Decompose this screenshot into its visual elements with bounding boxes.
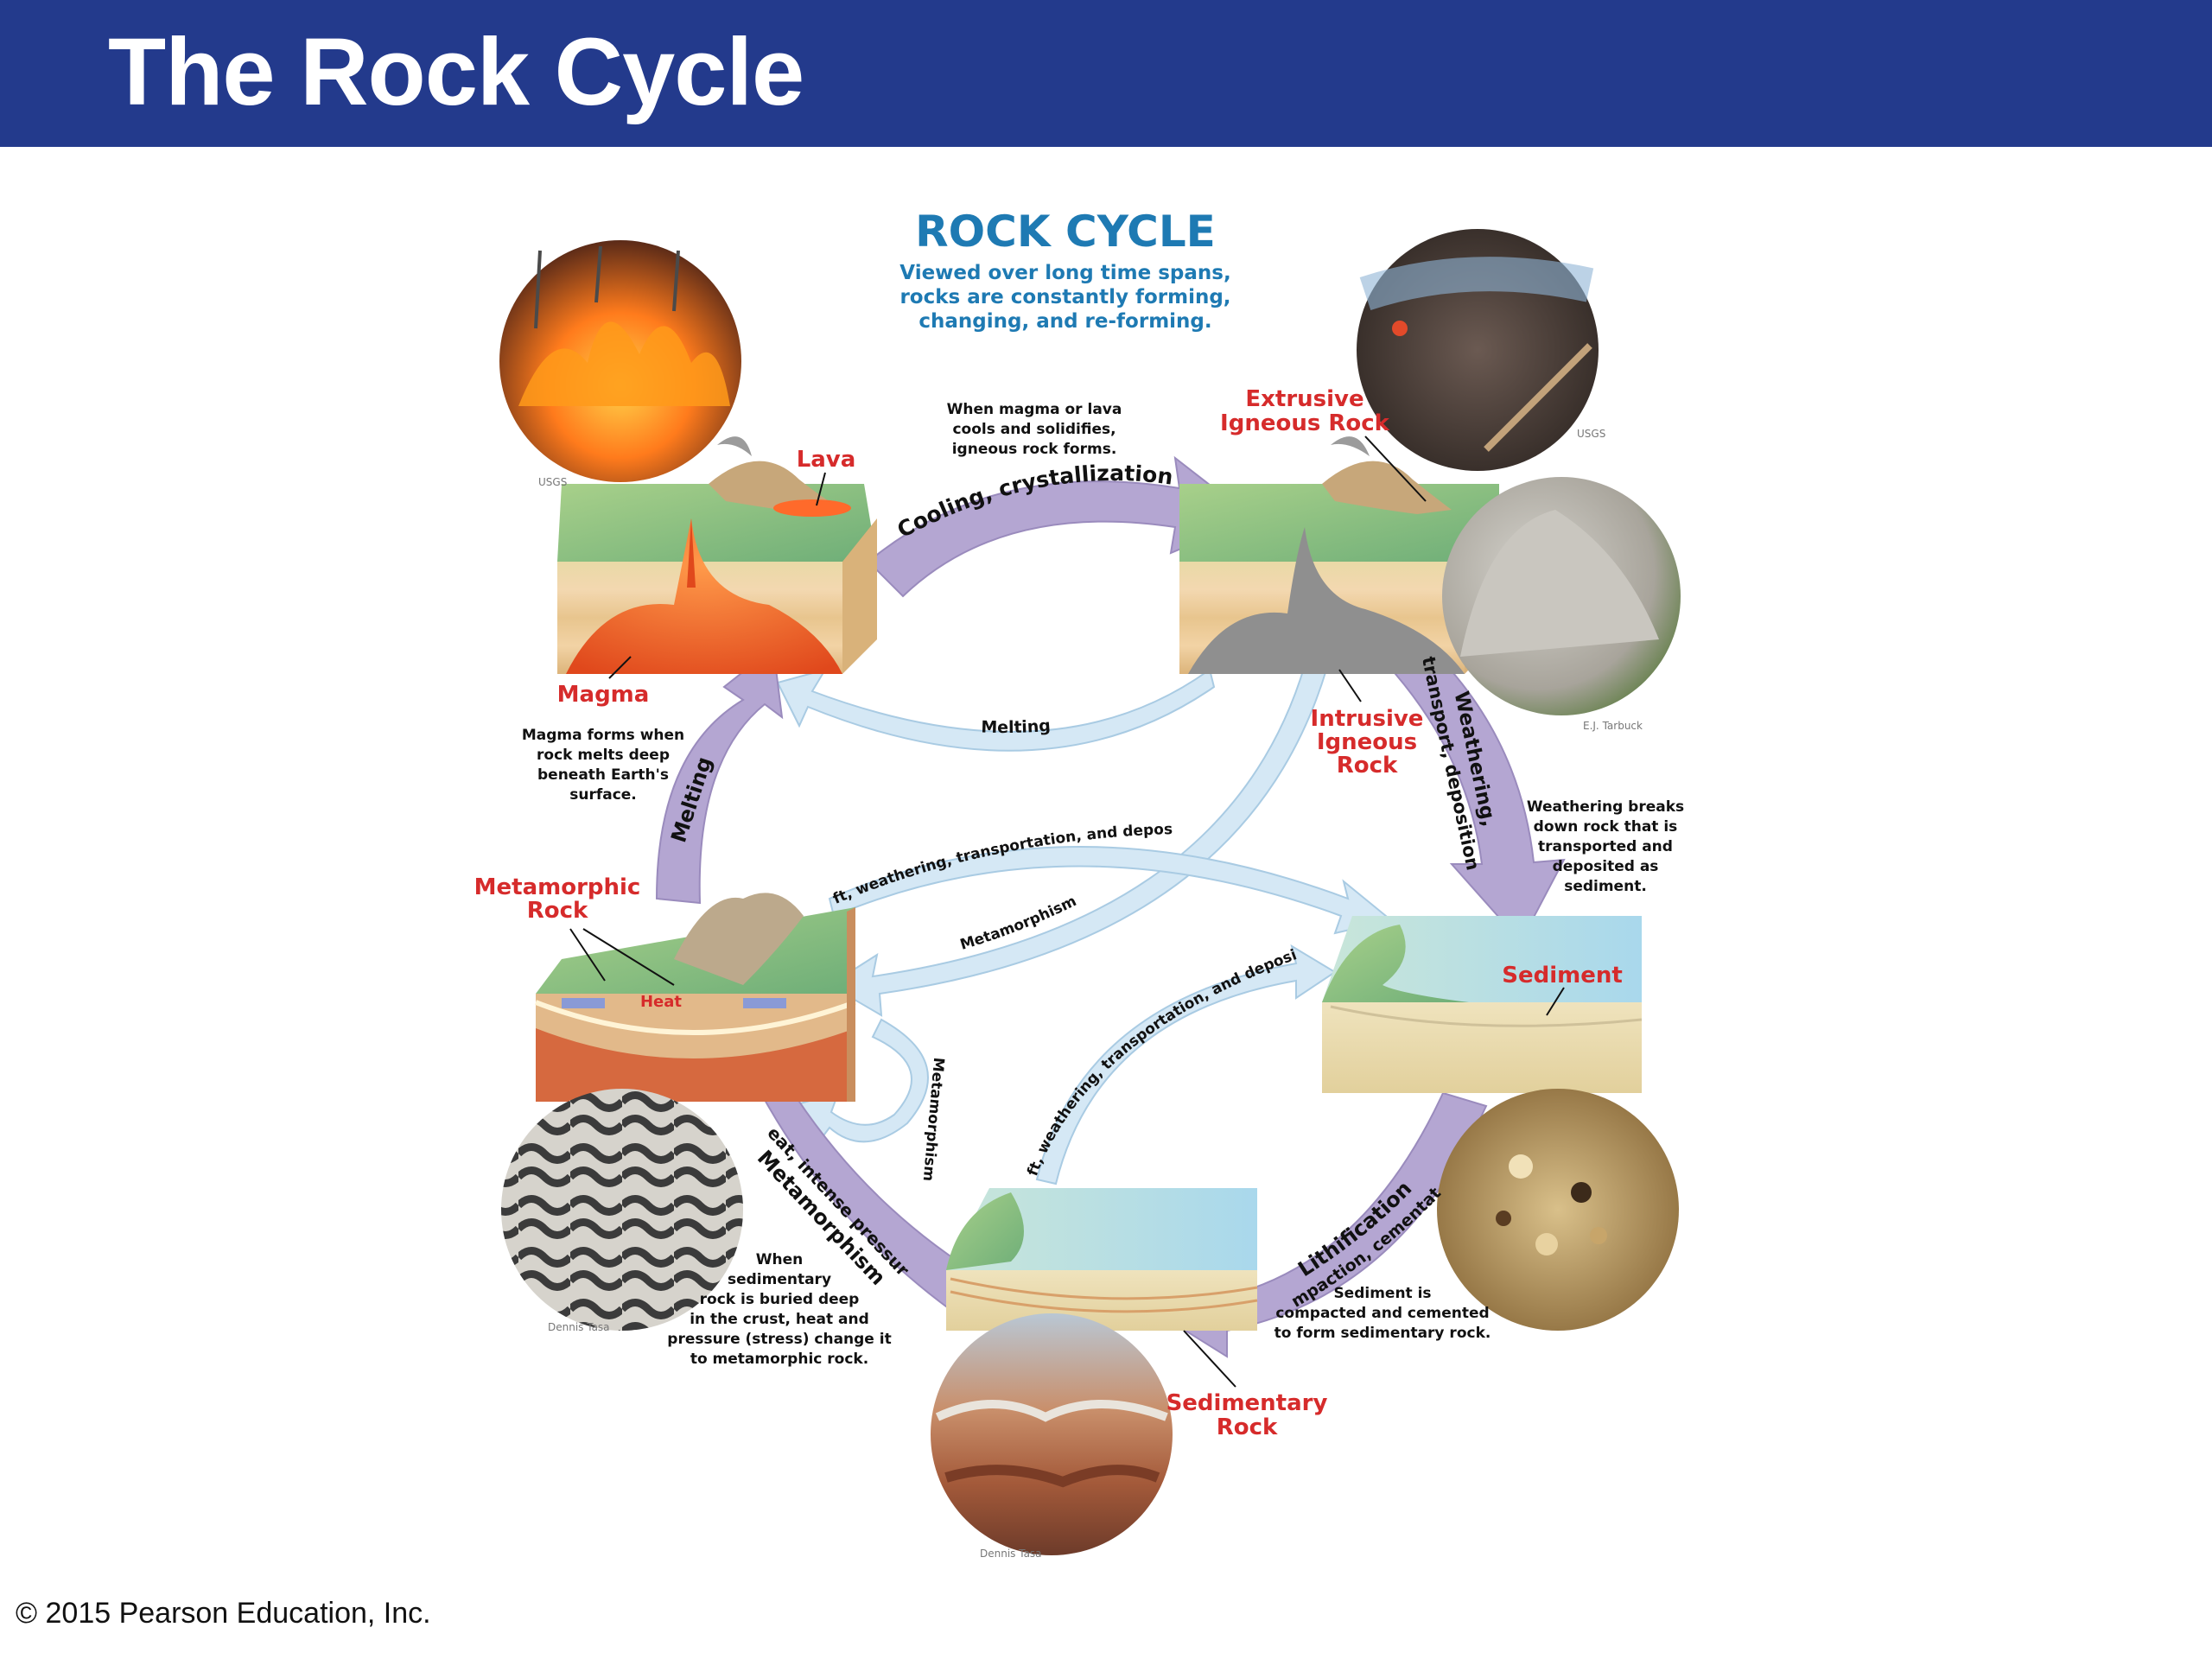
label-intrusive-2: Igneous bbox=[1317, 729, 1417, 755]
desc-metamorphic-4: in the crust, heat and bbox=[690, 1311, 869, 1328]
credit-granite: E.J. Tarbuck bbox=[1583, 720, 1643, 732]
desc-cooling-1: When magma or lava bbox=[947, 401, 1122, 418]
label-heat: Heat bbox=[640, 993, 682, 1011]
diagram-subtitle-2: rocks are constantly forming, bbox=[899, 286, 1230, 308]
header-bar: The Rock Cycle bbox=[0, 0, 2212, 147]
label-metamorphic-2: Rock bbox=[527, 898, 588, 924]
canyon-photo-icon bbox=[931, 1313, 1173, 1555]
basalt-photo-icon bbox=[1357, 229, 1599, 471]
desc-weathering-5: sediment. bbox=[1564, 878, 1647, 895]
secondary-arrows bbox=[776, 664, 1394, 1185]
granite-photo-icon bbox=[1442, 477, 1681, 715]
desc-weathering-3: transported and bbox=[1538, 838, 1673, 855]
desc-sediment-1: Sediment is bbox=[1333, 1285, 1431, 1302]
uplift-lower-arrow bbox=[1035, 944, 1337, 1185]
diagram-subtitle-3: changing, and re-forming. bbox=[918, 310, 1211, 333]
desc-metamorphic-5: pressure (stress) change it bbox=[667, 1331, 891, 1348]
sedimentary-block bbox=[946, 1188, 1258, 1331]
page-title: The Rock Cycle bbox=[108, 19, 804, 125]
label-metamorphic-1: Metamorphic bbox=[474, 874, 641, 900]
desc-metamorphic-3: rock is buried deep bbox=[700, 1291, 860, 1308]
desc-magma-1: Magma forms when bbox=[522, 727, 684, 744]
desc-magma-3: beneath Earth's bbox=[537, 766, 669, 784]
label-lava: Lava bbox=[797, 447, 856, 473]
metamorphic-block bbox=[534, 893, 857, 1102]
label-sediment: Sediment bbox=[1502, 963, 1623, 988]
desc-metamorphic-1: When bbox=[756, 1251, 804, 1268]
label-sedimentary-1: Sedimentary bbox=[1166, 1390, 1328, 1416]
copyright-notice: © 2015 Pearson Education, Inc. bbox=[16, 1597, 431, 1630]
label-sedimentary-2: Rock bbox=[1217, 1414, 1278, 1440]
desc-cooling-2: cools and solidifies, bbox=[952, 421, 1116, 438]
desc-metamorphic-6: to metamorphic rock. bbox=[690, 1351, 868, 1368]
label-extrusive-1: Extrusive bbox=[1245, 386, 1363, 412]
credit-gneiss: Dennis Tasa bbox=[548, 1321, 610, 1333]
desc-weathering-1: Weathering breaks bbox=[1527, 798, 1684, 816]
gneiss-photo-icon bbox=[501, 1089, 743, 1331]
label-magma: Magma bbox=[557, 682, 650, 708]
label-extrusive-2: Igneous Rock bbox=[1220, 410, 1390, 436]
desc-sediment-2: compacted and cemented bbox=[1275, 1305, 1489, 1322]
label-intrusive-1: Intrusive bbox=[1311, 706, 1424, 732]
magma-block bbox=[557, 436, 877, 674]
melting-top-arrow bbox=[776, 668, 1216, 752]
credit-canyon: Dennis Tasa bbox=[980, 1548, 1042, 1560]
label-intrusive-3: Rock bbox=[1337, 753, 1398, 779]
sand-photo-icon bbox=[1437, 1089, 1679, 1331]
melting-left-arrow bbox=[655, 646, 784, 905]
diagram-heading: ROCK CYCLE bbox=[915, 207, 1216, 257]
desc-weathering-2: down rock that is bbox=[1534, 818, 1678, 836]
credit-lava: USGS bbox=[538, 476, 567, 488]
credit-extrusive: USGS bbox=[1577, 428, 1605, 440]
desc-weathering-4: deposited as bbox=[1553, 858, 1659, 875]
desc-sediment-3: to form sedimentary rock. bbox=[1274, 1325, 1491, 1342]
igneous-block bbox=[1179, 436, 1499, 674]
sediment-block bbox=[1322, 916, 1643, 1093]
lava-photo-icon bbox=[499, 240, 741, 482]
weathering-arrow bbox=[1394, 655, 1566, 944]
diagram-subtitle-1: Viewed over long time spans, bbox=[899, 262, 1230, 284]
desc-magma-2: rock melts deep bbox=[537, 747, 670, 764]
desc-magma-4: surface. bbox=[569, 786, 637, 804]
desc-metamorphic-2: sedimentary bbox=[728, 1271, 831, 1288]
arrow-label-melting-top: Melting bbox=[981, 716, 1051, 737]
desc-cooling-3: igneous rock forms. bbox=[952, 441, 1117, 458]
